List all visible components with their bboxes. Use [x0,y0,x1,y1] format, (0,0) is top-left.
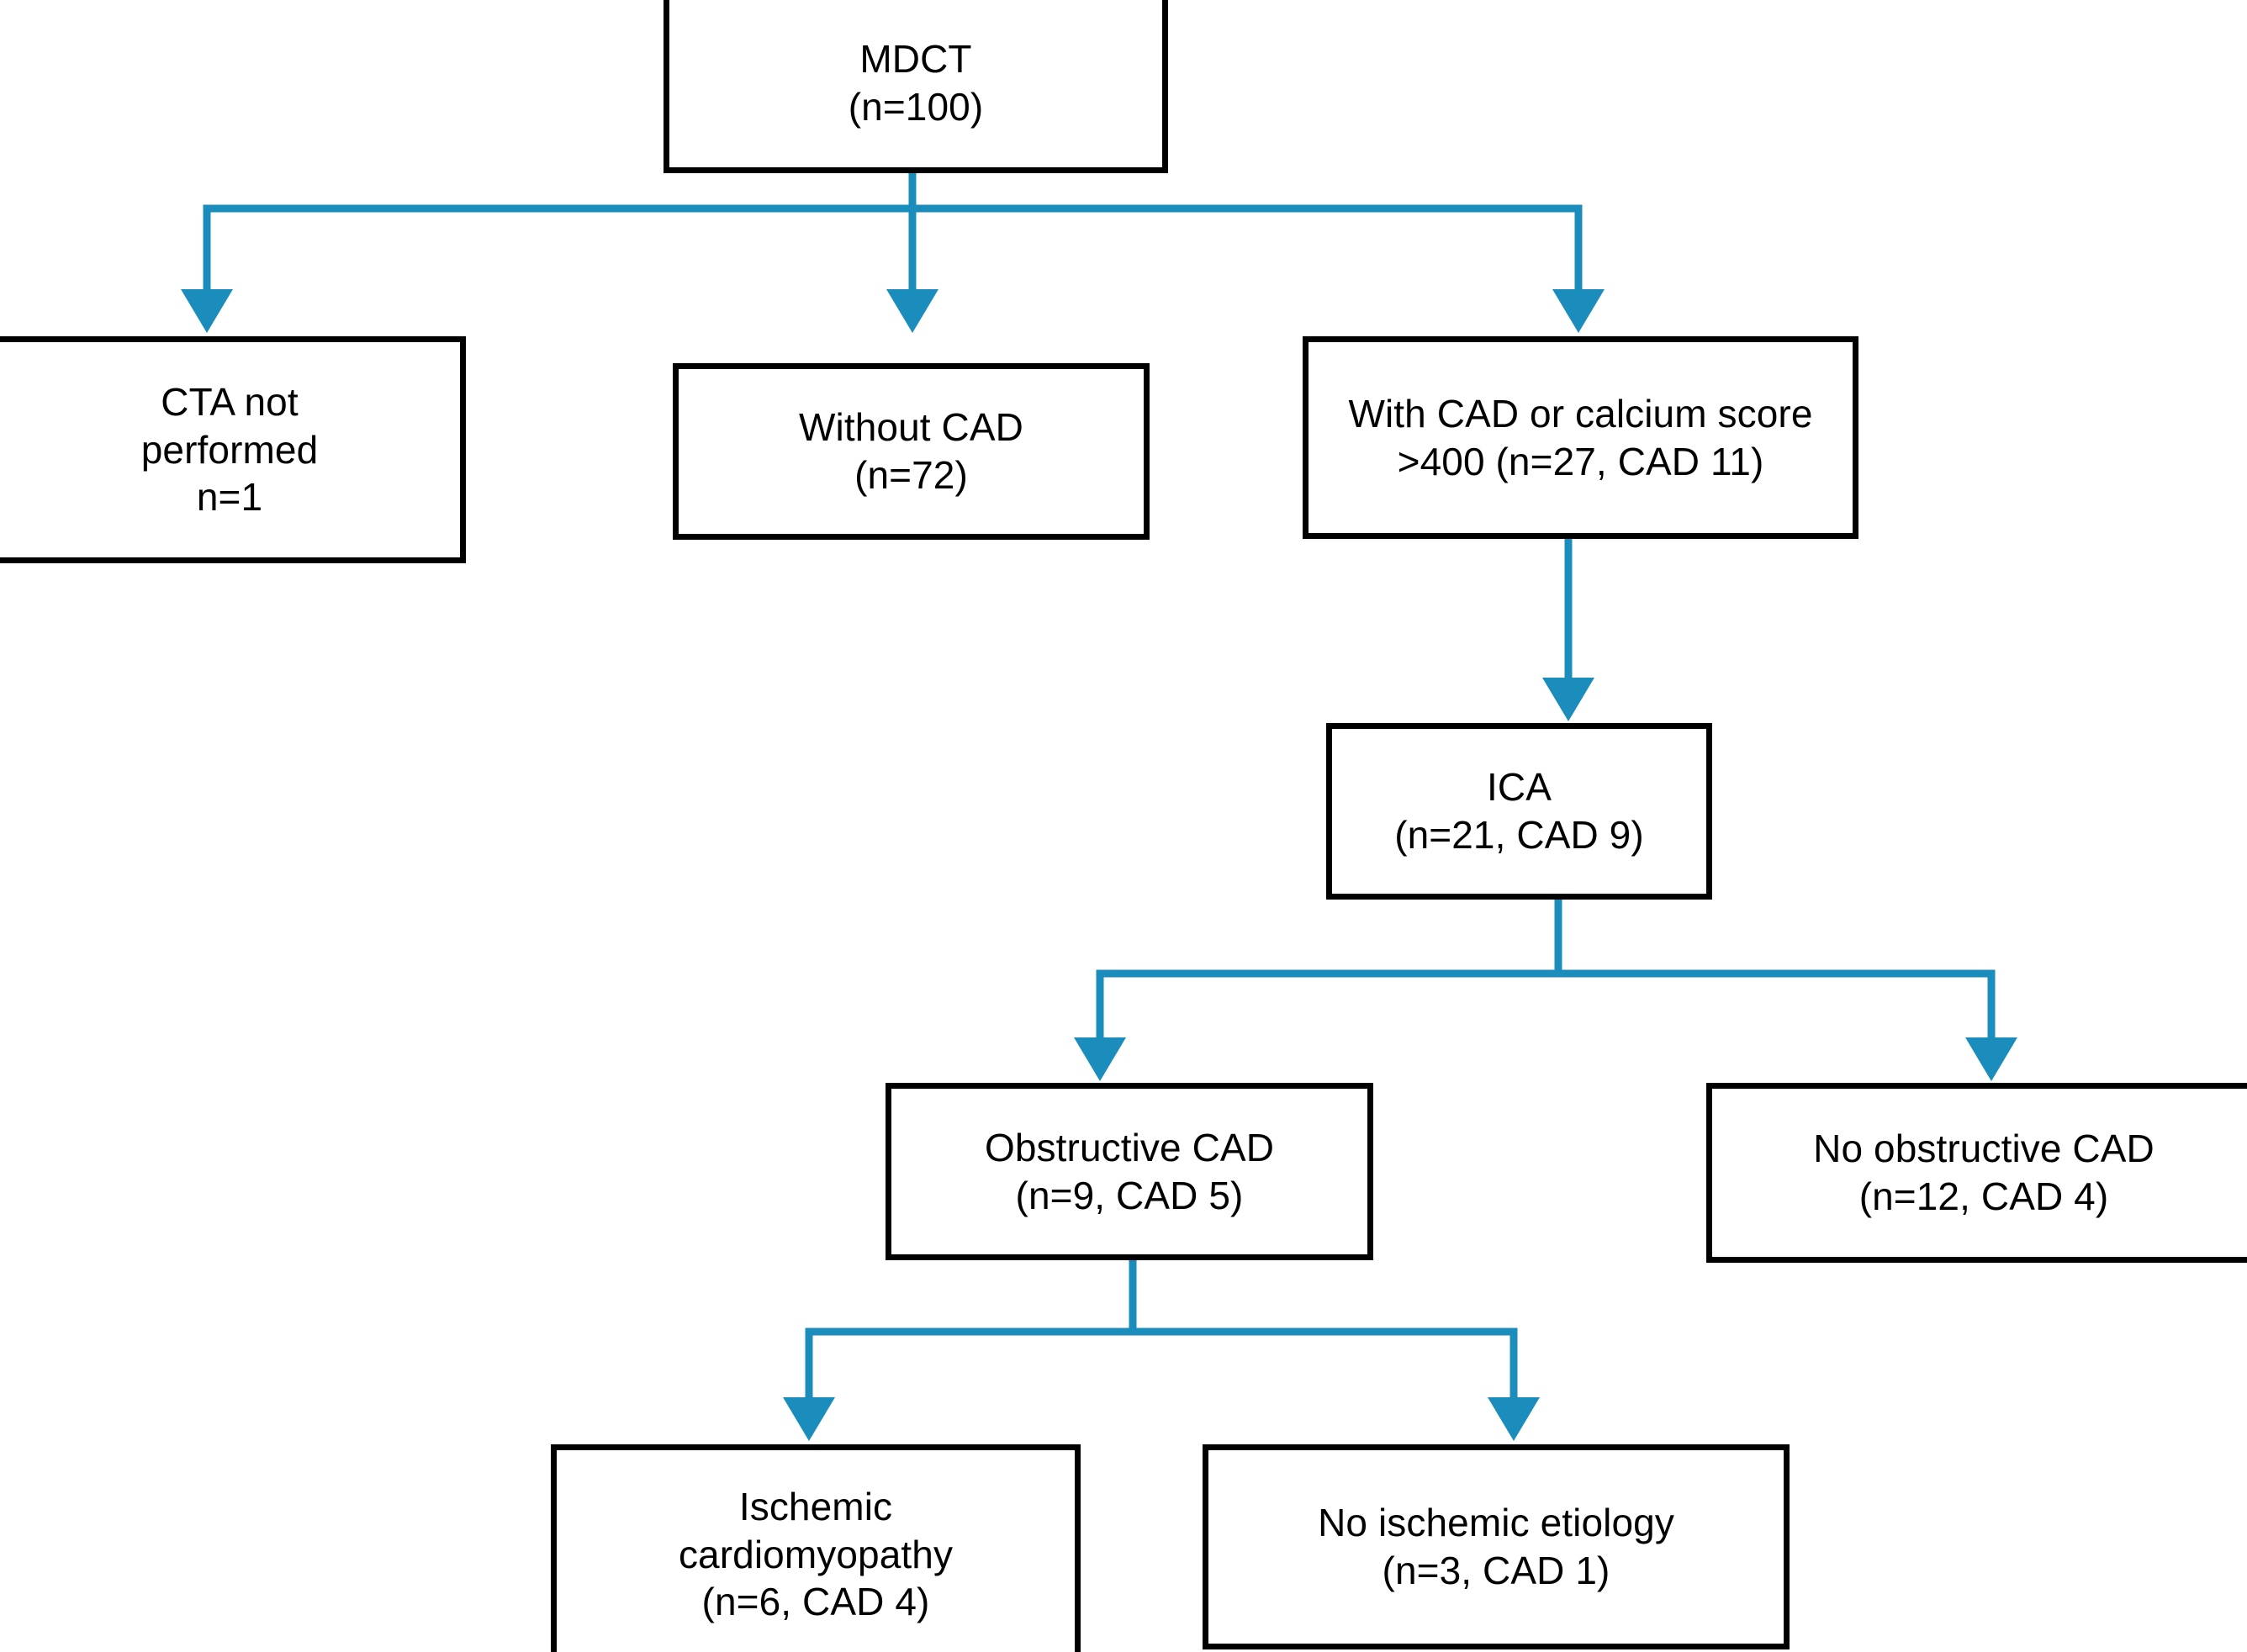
bus-obstructive-cad-arrowhead-0 [783,1397,835,1441]
bus-mdct-arrowhead-0 [181,289,233,333]
cta-not-performed-node[interactable]: CTA not performed n=1 [0,336,466,563]
no-obstructive-cad-node[interactable]: No obstructive CAD (n=12, CAD 4) [1706,1083,2247,1263]
bus-ica-arrowhead-1 [1965,1037,2017,1081]
bus-mdct-arrowhead-2 [1552,289,1605,333]
bus-mdct-arrowhead-1 [886,289,938,333]
ica-node[interactable]: ICA (n=21, CAD 9) [1326,723,1712,900]
ischemic-cardiomyopathy-node[interactable]: Ischemic cardiomyopathy (n=6, CAD 4) [551,1444,1081,1652]
bus-ica-arrowhead-0 [1074,1037,1126,1081]
bus-obstructive-cad-arrowhead-1 [1488,1397,1540,1441]
obstructive-cad-node[interactable]: Obstructive CAD (n=9, CAD 5) [886,1083,1373,1260]
with-cad-node[interactable]: With CAD or calcium score >400 (n=27, CA… [1303,336,1858,539]
no-ischemic-etiology-node[interactable]: No ischemic etiology (n=3, CAD 1) [1203,1444,1790,1649]
mdct-node[interactable]: MDCT (n=100) [664,0,1168,173]
without-cad-node[interactable]: Without CAD (n=72) [673,363,1150,540]
bus-with-cad-arrowhead [1542,678,1594,721]
